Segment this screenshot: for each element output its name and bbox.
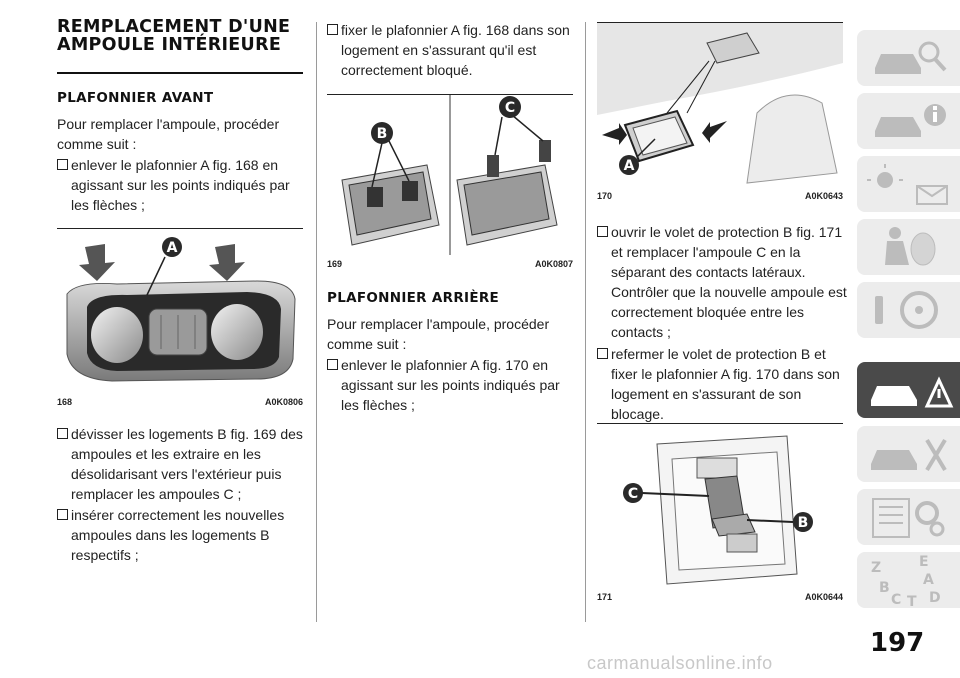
bullet-item: insérer correctement les nouvelles ampou… <box>57 505 309 565</box>
watermark: carmanualsonline.info <box>587 653 773 673</box>
tab-steering-key[interactable] <box>857 282 960 338</box>
checkbox-bullet-icon <box>57 509 68 520</box>
figure-171: C B 171 A0K0644 <box>597 423 843 604</box>
bullet-item: dévisser les logements B fig. 169 des am… <box>57 424 309 504</box>
tab-index[interactable]: Z E B A C T D <box>857 552 960 610</box>
callout-a: A <box>167 240 178 256</box>
front-ceiling-lamp-illustration: A <box>66 237 296 382</box>
car-breakdown-icon <box>871 376 954 408</box>
rear-ceiling-lamp-illustration: A <box>597 23 843 184</box>
checkbox-bullet-icon <box>57 428 68 439</box>
title-underline <box>57 72 303 74</box>
bulb-holders-illustration: B C <box>341 95 558 255</box>
section-intro-rear: Pour remplacer l'ampoule, procéder comme… <box>327 316 550 352</box>
callout-c: C <box>505 100 515 116</box>
arrow-icon <box>602 123 627 145</box>
figure-number: 169 <box>327 259 343 269</box>
checkbox-bullet-icon <box>597 226 608 237</box>
callout-b: B <box>798 515 809 531</box>
car-info-icon <box>875 104 946 137</box>
checkbox-bullet-icon <box>57 159 68 170</box>
figure-code: A0K0806 <box>264 397 303 407</box>
page-title: REMPLACEMENT D'UNE AMPOULE INTÉRIEURE <box>57 17 291 55</box>
column-divider <box>585 22 586 622</box>
tab-car-service[interactable] <box>857 426 960 482</box>
section-intro-front: Pour remplacer l'ampoule, procéder comme… <box>57 116 280 152</box>
lamp-protection-flap-illustration: C B <box>623 435 813 585</box>
column-divider <box>316 22 317 622</box>
section-heading-front: PLAFONNIER AVANT <box>57 90 214 106</box>
tab-warning-lights[interactable] <box>857 156 960 212</box>
arrow-icon <box>79 244 115 281</box>
figure-168: A 168 A0K0806 <box>57 228 303 407</box>
tab-settings-list[interactable] <box>857 489 960 545</box>
bullet-item: refermer le volet de protection B et fix… <box>597 344 849 424</box>
figure-170: A 170 A0K0643 <box>597 22 843 203</box>
figure-number: 168 <box>57 397 73 407</box>
index-letter: B <box>879 580 890 596</box>
settings-list-icon <box>872 498 945 538</box>
index-letter: C <box>891 592 901 608</box>
page-number: 197 <box>870 628 925 658</box>
arrow-icon <box>702 121 727 143</box>
figure-169: B C 169 A0K0807 <box>327 94 573 271</box>
car-search-icon <box>875 41 947 74</box>
callout-c: C <box>628 486 638 502</box>
callout-b: B <box>377 126 388 142</box>
bullet-item: fixer le plafonnier A fig. 168 dans son … <box>327 20 577 80</box>
tab-airbag[interactable] <box>857 219 960 275</box>
steering-key-icon <box>875 291 938 329</box>
callout-a: A <box>624 158 635 174</box>
figure-number: 171 <box>597 592 613 602</box>
checkbox-bullet-icon <box>327 24 338 35</box>
car-service-icon <box>871 438 947 472</box>
bullet-item: enlever le plafonnier A fig. 170 en agis… <box>327 355 577 415</box>
index-letter: E <box>919 554 929 570</box>
figure-code: A0K0807 <box>534 259 573 269</box>
tab-car-search[interactable] <box>857 30 960 86</box>
index-icon: Z E B A C T D <box>871 554 941 610</box>
tab-car-info[interactable] <box>857 93 960 149</box>
warning-lights-icon <box>867 164 948 205</box>
checkbox-bullet-icon <box>597 348 608 359</box>
airbag-icon <box>885 227 936 266</box>
tab-car-breakdown[interactable] <box>857 362 960 418</box>
bullet-item: ouvrir le volet de protection B fig. 171… <box>597 222 849 342</box>
index-letter: Z <box>871 560 881 576</box>
index-letter: A <box>923 572 934 588</box>
figure-code: A0K0644 <box>804 592 843 602</box>
figure-code: A0K0643 <box>804 191 843 201</box>
checkbox-bullet-icon <box>327 359 338 370</box>
arrow-icon <box>209 244 245 281</box>
bullet-item: enlever le plafonnier A fig. 168 en agis… <box>57 155 307 215</box>
figure-number: 170 <box>597 191 613 201</box>
index-letter: D <box>929 590 941 606</box>
index-letter: T <box>907 594 917 608</box>
section-heading-rear: PLAFONNIER ARRIÈRE <box>327 290 500 306</box>
